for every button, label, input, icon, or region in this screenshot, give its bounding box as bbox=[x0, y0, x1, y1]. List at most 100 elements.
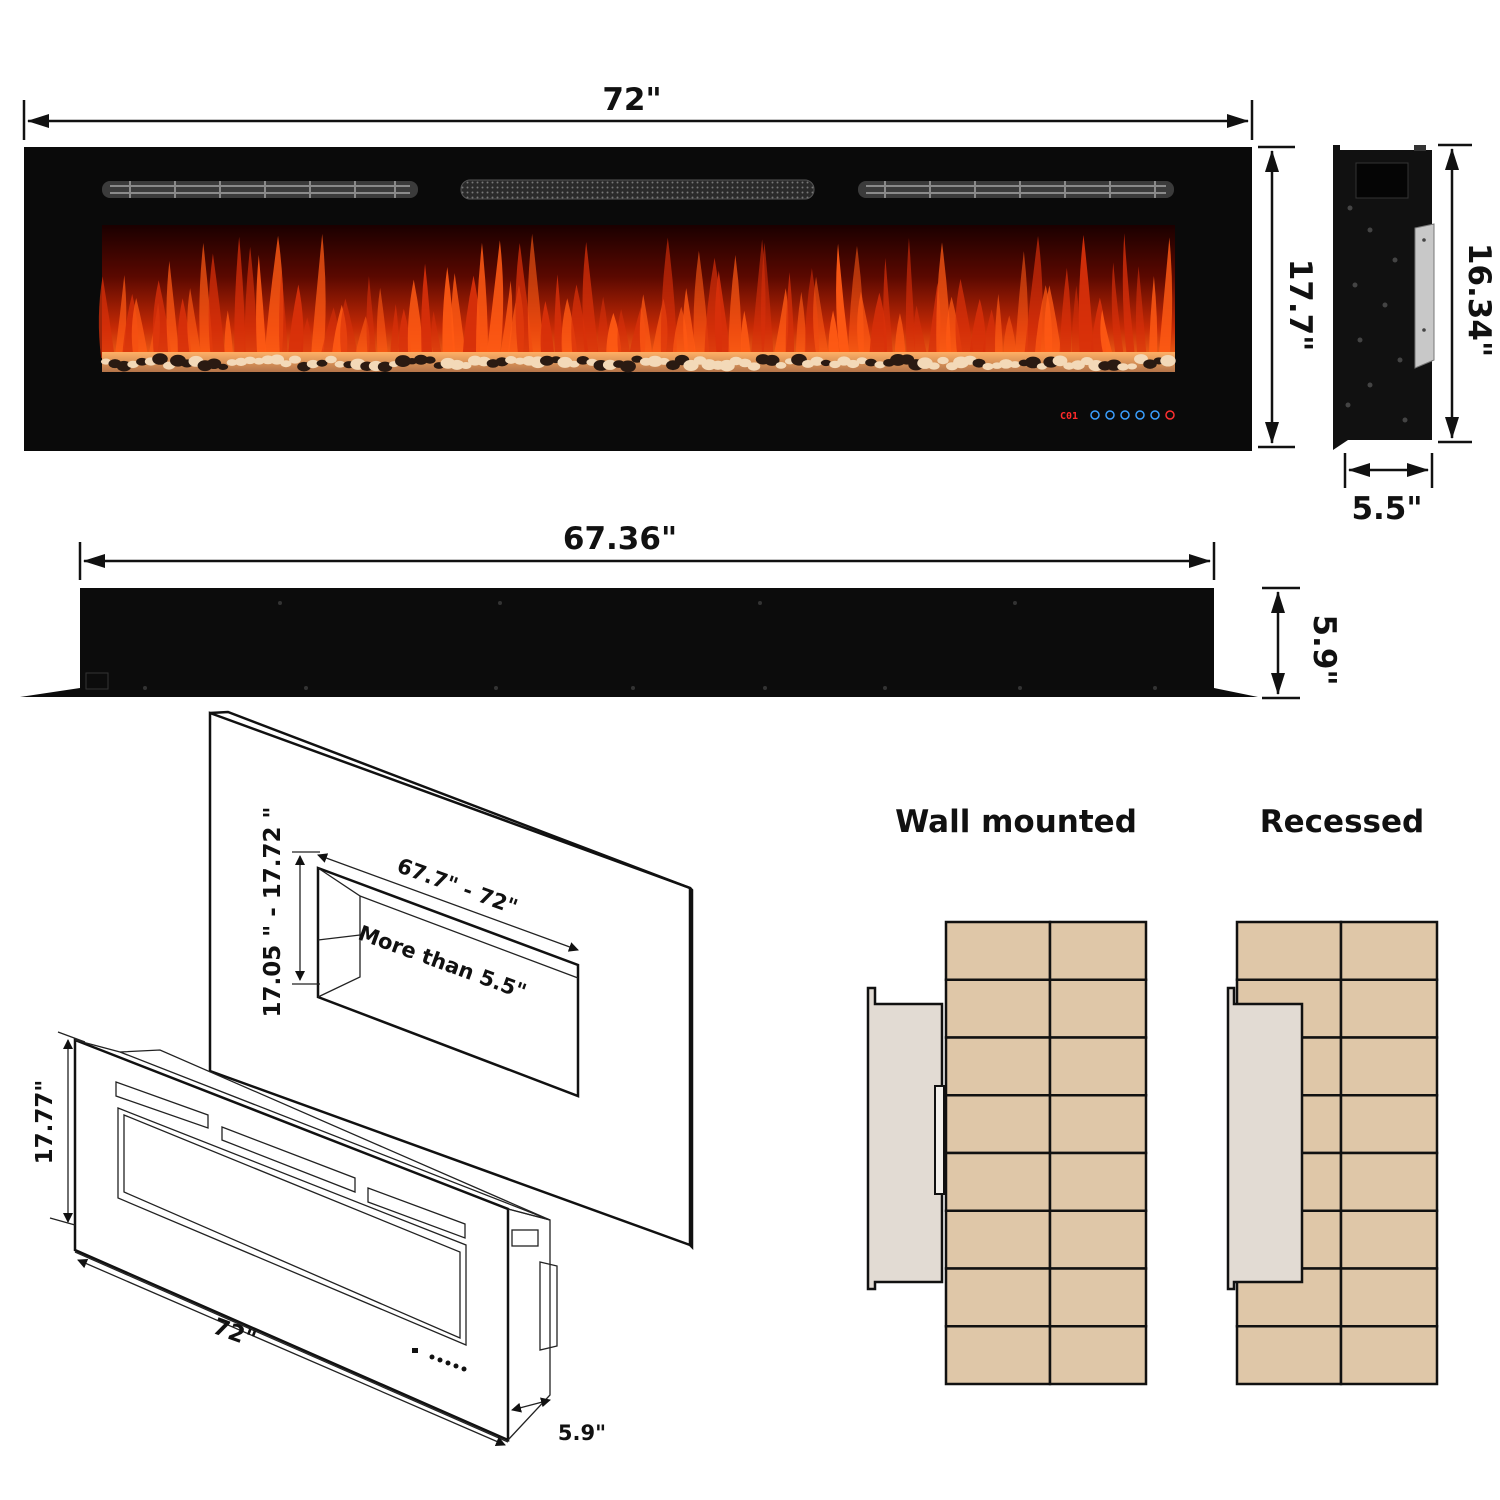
flame bbox=[187, 288, 202, 358]
right-vent-slats bbox=[866, 181, 1166, 198]
ember-stone bbox=[269, 354, 285, 365]
color-button-icon[interactable] bbox=[1135, 410, 1145, 420]
flame bbox=[981, 309, 996, 358]
wall-panel-top-edge bbox=[209, 710, 691, 890]
flame bbox=[340, 298, 359, 358]
brick bbox=[1235, 1325, 1343, 1386]
flame bbox=[773, 288, 789, 358]
iso-top-back-edge bbox=[119, 1049, 551, 1221]
flame bbox=[152, 280, 172, 358]
side-mounting-bracket bbox=[1414, 223, 1435, 369]
brick bbox=[1048, 1094, 1148, 1155]
side-depth-label: 5.5" bbox=[1351, 491, 1422, 527]
brick bbox=[944, 1036, 1052, 1097]
ember-stone bbox=[1160, 355, 1176, 367]
top-flange bbox=[20, 688, 1258, 697]
ember-stone bbox=[226, 359, 238, 366]
brick bbox=[1048, 920, 1148, 981]
isometric-unit-view: 17.77" 72" 5.9" bbox=[32, 1031, 606, 1447]
ember-stone bbox=[234, 357, 248, 367]
ember-stone bbox=[414, 354, 428, 365]
flame bbox=[869, 292, 887, 358]
flame bbox=[310, 233, 326, 358]
flame bbox=[728, 254, 742, 358]
ember-stone bbox=[856, 357, 868, 365]
flame bbox=[166, 260, 180, 358]
timer-button-icon[interactable] bbox=[1105, 410, 1115, 420]
flame bbox=[828, 310, 840, 358]
iso-width-arrow bbox=[77, 1258, 506, 1447]
ember-stone bbox=[395, 355, 411, 368]
brick bbox=[944, 1267, 1052, 1328]
flame bbox=[208, 253, 226, 358]
side-view: 16.34" 5.5" bbox=[1333, 143, 1497, 527]
flame bbox=[114, 274, 127, 358]
flame bbox=[883, 257, 894, 358]
opening-width-label: 67.7" - 72" bbox=[394, 854, 521, 920]
brick bbox=[944, 1209, 1052, 1270]
ember-stone bbox=[377, 361, 393, 373]
flame bbox=[131, 298, 149, 358]
flame bbox=[1111, 262, 1125, 358]
side-panel bbox=[1333, 145, 1432, 450]
flame bbox=[1158, 237, 1173, 358]
ember-stone bbox=[747, 362, 761, 371]
ember-stone bbox=[576, 356, 590, 365]
iso-right-vent bbox=[367, 1187, 466, 1239]
flame-button-icon[interactable] bbox=[1120, 410, 1130, 420]
brick bbox=[1339, 1267, 1439, 1328]
power-button-icon[interactable] bbox=[1090, 410, 1100, 420]
flame bbox=[617, 309, 632, 358]
flame bbox=[554, 274, 564, 358]
ember-stone bbox=[999, 359, 1013, 369]
iso-side-panel bbox=[507, 1208, 551, 1441]
ember-stone bbox=[206, 358, 222, 370]
flame bbox=[760, 242, 774, 358]
ember-stone bbox=[1025, 356, 1041, 369]
flame bbox=[462, 275, 481, 358]
heat-button-icon[interactable] bbox=[1165, 410, 1175, 420]
flame bbox=[1148, 275, 1158, 358]
top-depth-label: 5.9" bbox=[1306, 614, 1342, 685]
iso-mount-bracket bbox=[539, 1261, 558, 1351]
ember-stone bbox=[865, 358, 877, 367]
ember-stone bbox=[244, 356, 256, 365]
ember-stone bbox=[647, 355, 663, 367]
brick bbox=[1339, 1151, 1439, 1212]
flame bbox=[421, 263, 433, 358]
control-buttons bbox=[1090, 410, 1175, 420]
ember-stone bbox=[306, 359, 320, 369]
brick bbox=[1339, 1094, 1439, 1155]
brightness-button-icon[interactable] bbox=[1150, 410, 1160, 420]
flame bbox=[256, 254, 267, 358]
brick bbox=[944, 1151, 1052, 1212]
wall-mounted-illustration bbox=[866, 920, 1148, 1386]
flame bbox=[1122, 233, 1136, 358]
ember-stone bbox=[1117, 363, 1129, 371]
ember-stone bbox=[325, 355, 337, 364]
ember-stone bbox=[810, 356, 824, 366]
flame bbox=[376, 287, 389, 358]
iso-width-base bbox=[74, 1251, 509, 1443]
iso-left-vent bbox=[115, 1081, 209, 1129]
brick bbox=[944, 1325, 1052, 1386]
brick bbox=[1339, 920, 1439, 981]
flame bbox=[582, 241, 599, 358]
ember-stone bbox=[972, 358, 986, 368]
iso-junction-box bbox=[511, 1229, 539, 1247]
flame bbox=[857, 291, 875, 358]
ember-stone bbox=[136, 357, 148, 366]
front-view: 72" C01 bbox=[22, 82, 1318, 451]
flame bbox=[596, 296, 610, 358]
flame bbox=[1059, 267, 1072, 358]
ember-stone bbox=[316, 359, 328, 367]
top-width-label: 67.36" bbox=[563, 521, 677, 557]
left-vent bbox=[102, 181, 418, 198]
flame bbox=[527, 233, 545, 358]
ember-stone bbox=[152, 353, 168, 365]
flame bbox=[300, 317, 313, 358]
flame bbox=[244, 246, 258, 358]
recessed-illustration bbox=[1226, 920, 1439, 1386]
flame bbox=[98, 276, 115, 358]
brick bbox=[944, 920, 1052, 981]
